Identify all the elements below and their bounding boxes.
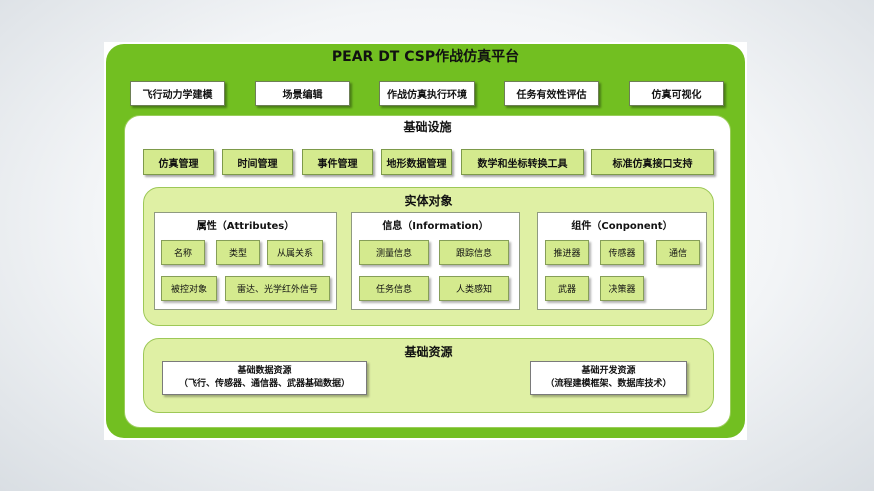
- attr-type: 类型: [216, 240, 260, 265]
- module-execution-environment: 作战仿真执行环境: [379, 81, 475, 106]
- attributes-title: 属性（Attributes）: [196, 221, 295, 232]
- comp-weapon: 武器: [545, 276, 589, 301]
- infra-standard-interface: 标准仿真接口支持: [591, 149, 714, 175]
- info-mission: 任务信息: [359, 276, 429, 301]
- basic-data-resources-title: 基础数据资源: [237, 366, 292, 376]
- basic-data-resources-detail: （飞行、传感器、通信器、武器基础数据）: [178, 379, 350, 389]
- basic-dev-resources: 基础开发资源 （流程建模框架、数据库技术）: [530, 361, 687, 395]
- info-tracking: 跟踪信息: [439, 240, 509, 265]
- basic-dev-resources-title: 基础开发资源: [581, 366, 636, 376]
- module-mission-evaluation: 任务有效性评估: [504, 81, 599, 106]
- comp-sensor: 传感器: [600, 240, 644, 265]
- platform-title: PEAR DT CSP作战仿真平台: [331, 49, 520, 65]
- information-title: 信息（Information）: [382, 221, 489, 232]
- attr-affiliation: 从属关系: [267, 240, 323, 265]
- infra-math-coordinate-tools: 数学和坐标转换工具: [461, 149, 584, 175]
- info-human-perception: 人类感知: [439, 276, 509, 301]
- attr-name: 名称: [161, 240, 205, 265]
- component-title: 组件（Conponent）: [571, 221, 673, 232]
- infra-terrain-data: 地形数据管理: [381, 149, 452, 175]
- infrastructure-title: 基础设施: [403, 120, 452, 134]
- attr-controlled-object: 被控对象: [161, 276, 217, 301]
- basic-dev-resources-detail: （流程建模框架、数据库技术）: [545, 379, 672, 389]
- module-visualization: 仿真可视化: [629, 81, 724, 106]
- entity-title: 实体对象: [404, 194, 453, 208]
- info-measurement: 测量信息: [359, 240, 429, 265]
- module-scene-editing: 场景编辑: [255, 81, 350, 106]
- infra-event-management: 事件管理: [302, 149, 373, 175]
- comp-decision-maker: 决策器: [600, 276, 644, 301]
- infra-time-management: 时间管理: [222, 149, 293, 175]
- resources-title: 基础资源: [404, 345, 453, 359]
- module-flight-dynamics: 飞行动力学建模: [130, 81, 225, 106]
- comp-propulsion: 推进器: [545, 240, 589, 265]
- attr-radar-ir-signature: 雷达、光学红外信号: [225, 276, 330, 301]
- basic-data-resources: 基础数据资源 （飞行、传感器、通信器、武器基础数据）: [162, 361, 367, 395]
- infra-simulation-management: 仿真管理: [143, 149, 214, 175]
- comp-communication: 通信: [656, 240, 700, 265]
